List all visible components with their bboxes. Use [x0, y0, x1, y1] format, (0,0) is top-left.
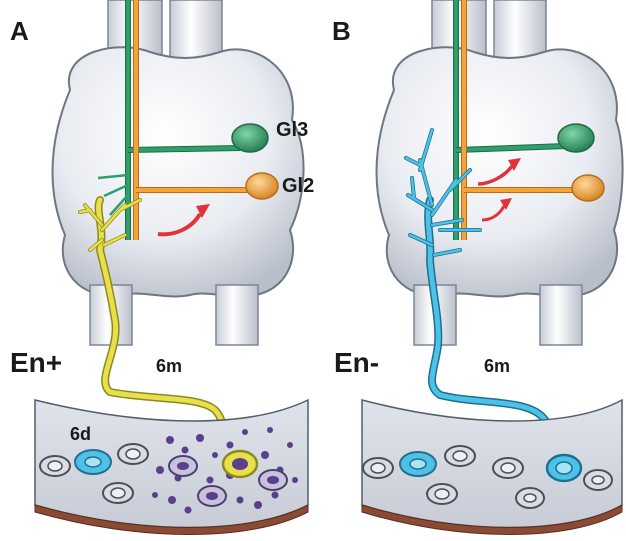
gl2-soma-b — [572, 175, 604, 201]
label-en-plus: En+ — [10, 347, 62, 378]
gl2-soma — [246, 173, 278, 199]
ganglion-body-b — [377, 47, 623, 296]
panel-a: A Gl3 Gl2 En+ 6m 6d — [10, 0, 314, 535]
ganglion-body — [53, 47, 304, 296]
label-gl2: Gl2 — [282, 175, 314, 197]
label-6m-b: 6m — [484, 356, 510, 376]
gl3-soma-b — [558, 124, 594, 152]
gl3-soma — [232, 124, 268, 152]
bottom-tube-right — [216, 285, 258, 345]
label-gl3: Gl3 — [276, 119, 308, 141]
label-6m-a: 6m — [156, 356, 182, 376]
panel-letter-a: A — [10, 16, 29, 46]
panel-letter-b: B — [332, 16, 351, 46]
label-en-minus: En- — [334, 347, 379, 378]
gl3-neurite — [128, 148, 240, 150]
panel-b: B En- 6m — [332, 0, 623, 535]
label-6d: 6d — [70, 424, 91, 444]
top-tube-right — [170, 0, 222, 60]
